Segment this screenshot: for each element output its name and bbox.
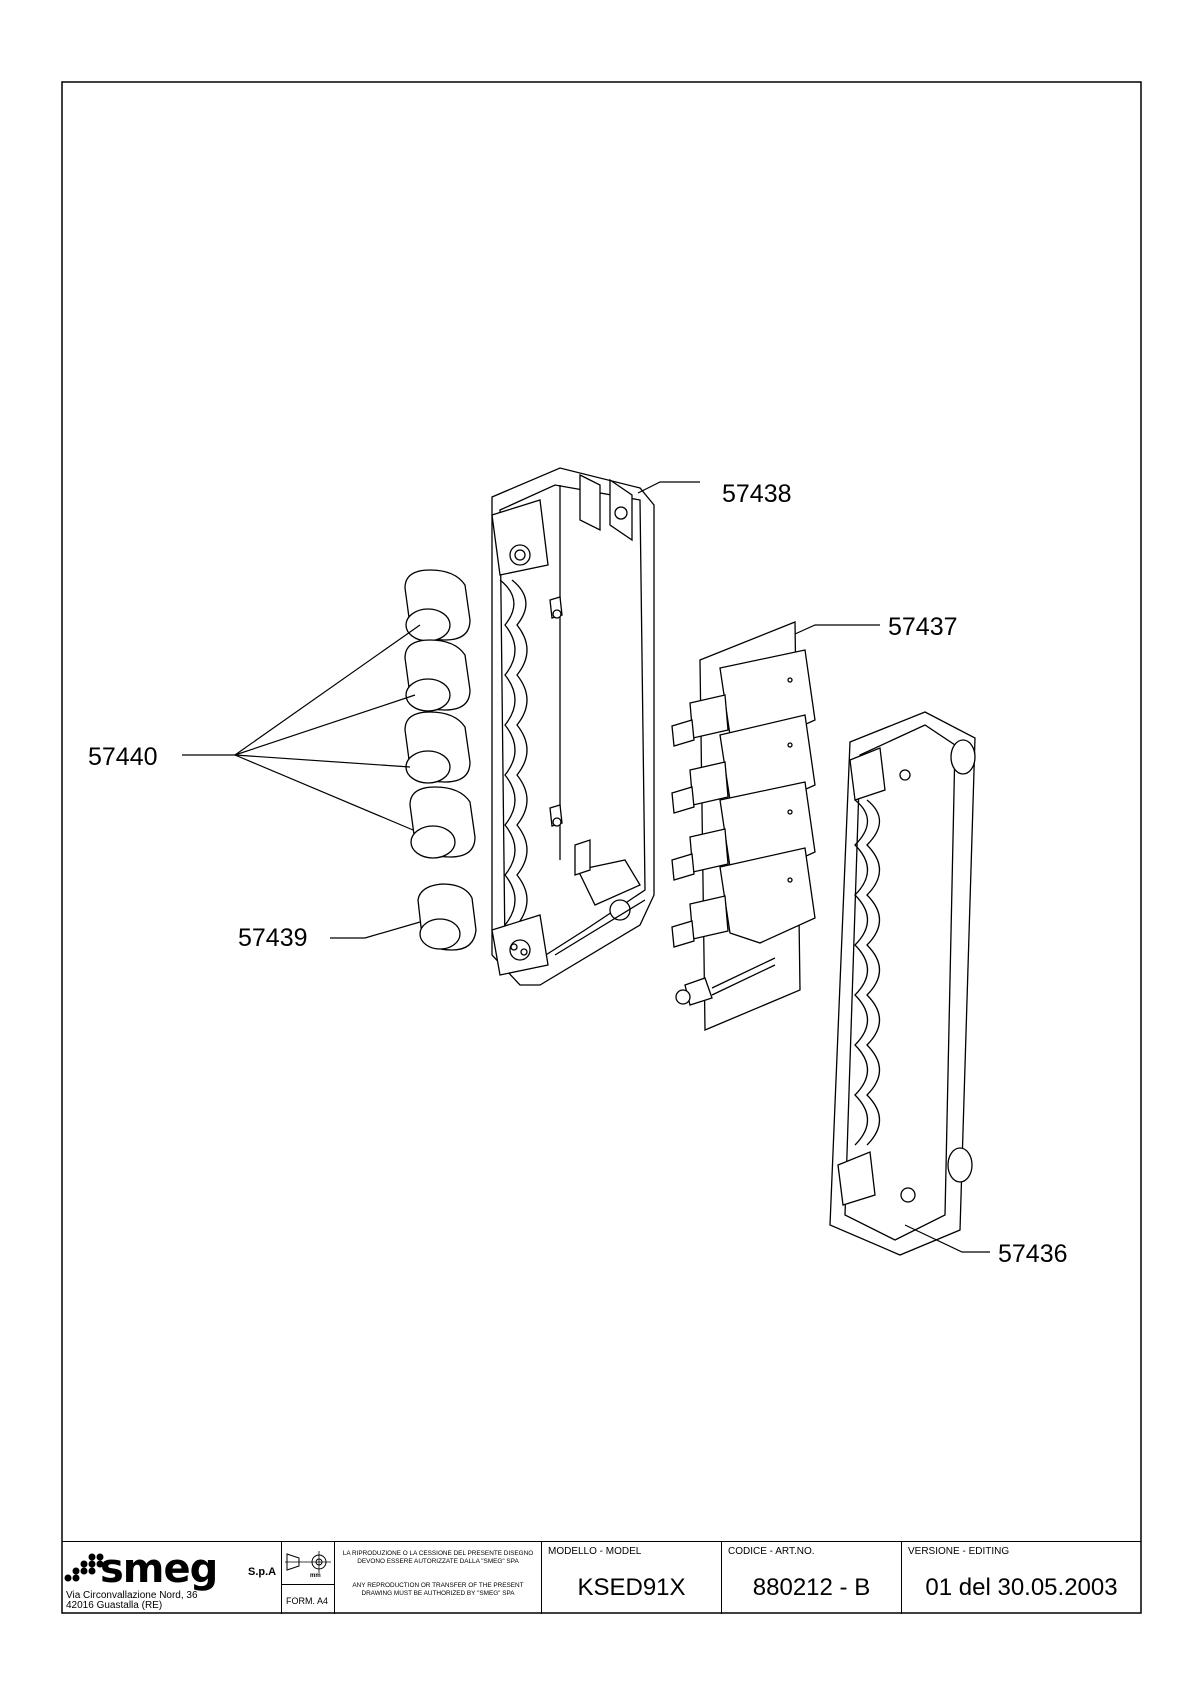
format-cell: mm FORM. A4 [281, 1542, 334, 1614]
company-cell: smeg S.p.A Via Circonvallazione Nord, 36… [62, 1542, 281, 1614]
legal-cell: LA RIPRODUZIONE O LA CESSIONE DEL PRESEN… [334, 1542, 541, 1614]
address-line-1: Via Circonvallazione Nord, 36 [66, 1590, 198, 1601]
smeg-logo-dots-icon [64, 1553, 104, 1582]
legal-notice-en: ANY REPRODUCTION OR TRANSFER OF THE PRES… [352, 1582, 524, 1597]
single-button-cap [417, 883, 477, 951]
version-label: VERSIONE - EDITING [908, 1546, 1010, 1557]
back-frame-part [829, 711, 976, 1256]
brand-suffix: S.p.A [248, 1566, 277, 1578]
brand-logo: smeg [100, 1546, 218, 1592]
button-caps [404, 569, 476, 859]
sheet-border [61, 81, 1142, 1614]
leader-57436 [904, 1224, 990, 1253]
code-label: CODICE - ART.NO. [728, 1546, 815, 1557]
leader-57438 [637, 481, 700, 494]
callout-57438: 57438 [722, 480, 792, 508]
leader-57440-a [234, 624, 421, 756]
callout-57440: 57440 [88, 743, 158, 771]
legal-notice-it: LA RIPRODUZIONE O LA CESSIONE DEL PRESEN… [342, 1550, 534, 1565]
callout-57437: 57437 [888, 613, 958, 641]
model-cell: MODELLO - MODEL KSED91X [541, 1542, 721, 1614]
address-line-2: 42016 Guastalla (RE) [66, 1600, 163, 1611]
front-frame-part [491, 467, 655, 986]
callout-57436: 57436 [998, 1240, 1068, 1268]
leader-57439 [330, 921, 421, 939]
leader-57437 [794, 624, 880, 635]
model-label: MODELLO - MODEL [548, 1546, 642, 1557]
leader-lines [182, 481, 990, 1253]
version-value: 01 del 30.05.2003 [925, 1574, 1118, 1601]
projection-unit: mm [310, 1573, 321, 1579]
format-label: FORM. A4 [286, 1596, 329, 1606]
code-value: 880212 - B [752, 1574, 871, 1601]
callout-57439: 57439 [238, 924, 308, 952]
leader-57440-d [234, 754, 414, 831]
projection-symbol-icon [285, 1551, 331, 1573]
code-cell: CODICE - ART.NO. 880212 - B [721, 1542, 901, 1614]
circuit-board-part [671, 621, 816, 1031]
title-block: smeg S.p.A Via Circonvallazione Nord, 36… [62, 1541, 1141, 1614]
version-cell: VERSIONE - EDITING 01 del 30.05.2003 [901, 1542, 1141, 1614]
leader-57440-b [234, 694, 416, 756]
leader-57440-c [234, 754, 411, 768]
model-value: KSED91X [577, 1574, 686, 1601]
